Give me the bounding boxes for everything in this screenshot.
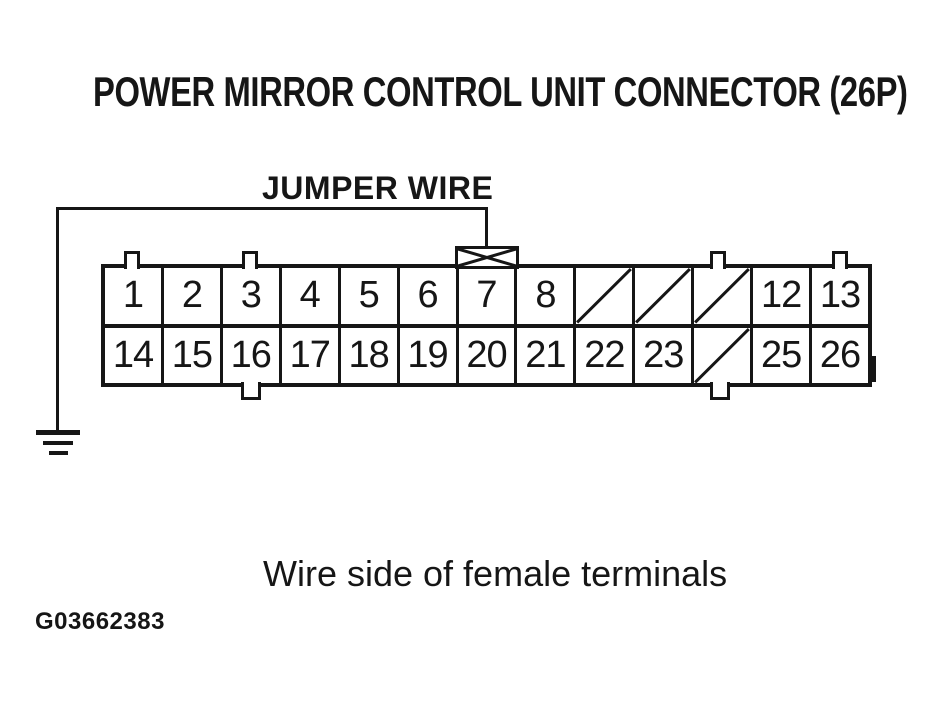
pin-cell-2: 2 [164,268,223,324]
pin-number: 3 [240,274,262,317]
pin-cell-blocked [694,327,754,384]
pin-number: 14 [112,333,154,376]
ground-bar-long [36,430,80,435]
pin-cell-17: 17 [282,327,341,383]
pin-number: 12 [760,274,802,317]
blocked-slash-icon [576,268,632,324]
pin-cell-3: 3 [223,268,282,324]
jumper-wire-left-vertical-segment [56,207,59,433]
pin-number: 13 [819,274,861,317]
pin-cell-7: 7 [459,268,518,324]
blocked-slash-icon [694,268,750,324]
pin-cell-15: 15 [164,327,223,383]
pin-cell-4: 4 [282,268,341,324]
pin-cell-18: 18 [341,327,400,383]
connector-tab-bottom-2 [710,382,730,400]
jumper-wire-right-vertical-segment [485,207,488,248]
pin-number: 6 [417,274,439,317]
pin-cell-1: 1 [105,268,164,324]
pin-cell-6: 6 [400,268,459,324]
page-title: POWER MIRROR CONTROL UNIT CONNECTOR (26P… [93,68,908,115]
pin-number: 25 [760,333,802,376]
pin-cell-26: 26 [812,328,868,384]
pin-number: 8 [535,274,556,317]
pin-number: 26 [819,333,861,376]
pin-number: 1 [122,274,144,317]
pin-cell-25: 25 [753,327,813,383]
pin-number: 23 [643,333,684,376]
pin-cell-blocked [635,268,695,324]
pin-number: 21 [525,333,566,376]
connector-tab-top-2 [242,251,258,269]
pin-number: 15 [171,333,213,376]
pin-number: 22 [584,333,625,376]
ground-bar-medium [43,441,73,445]
pin-number: 2 [181,274,203,317]
figure-id: G03662383 [35,608,165,635]
pin-number: 5 [358,274,380,317]
pin-cell-23: 23 [635,327,695,383]
pin-cell-12: 12 [753,268,813,324]
pin-cell-22: 22 [576,327,636,383]
pin-number: 20 [466,333,507,376]
connector-row-bottom: 14 15 16 17 18 19 20 21 22 23 25 26 [105,327,868,384]
blocked-slash-icon [694,328,750,384]
jumper-wire-label: JUMPER WIRE [262,170,494,206]
pin-number: 16 [230,333,272,376]
jumper-wire-horizontal-segment [56,207,488,210]
jumper-junction-crossed-box-icon [455,246,519,269]
pin-cell-13: 13 [812,268,868,324]
connector-tab-bottom-1 [241,382,261,400]
caption: Wire side of female terminals [263,553,728,594]
pin-number: 17 [289,333,331,376]
ground-bar-short [49,451,68,455]
pin-cell-5: 5 [341,268,400,324]
connector-tab-top-1 [124,251,140,269]
connector-right-nub [871,356,876,382]
blocked-slash-icon [635,268,691,324]
pin-cell-20: 20 [459,327,518,383]
pin-cell-blocked [576,268,636,324]
pin-number: 19 [407,333,448,376]
pin-cell-8: 8 [517,268,577,324]
connector-tab-top-3 [710,251,726,269]
pin-number: 7 [476,274,497,317]
pin-cell-21: 21 [517,327,577,383]
pin-cell-19: 19 [400,327,459,383]
pin-number: 18 [348,333,390,376]
pin-cell-blocked [694,268,754,324]
connector-tab-top-4 [832,251,848,269]
pin-number: 4 [299,274,321,317]
pin-cell-16: 16 [223,327,282,383]
pin-cell-14: 14 [105,327,164,383]
